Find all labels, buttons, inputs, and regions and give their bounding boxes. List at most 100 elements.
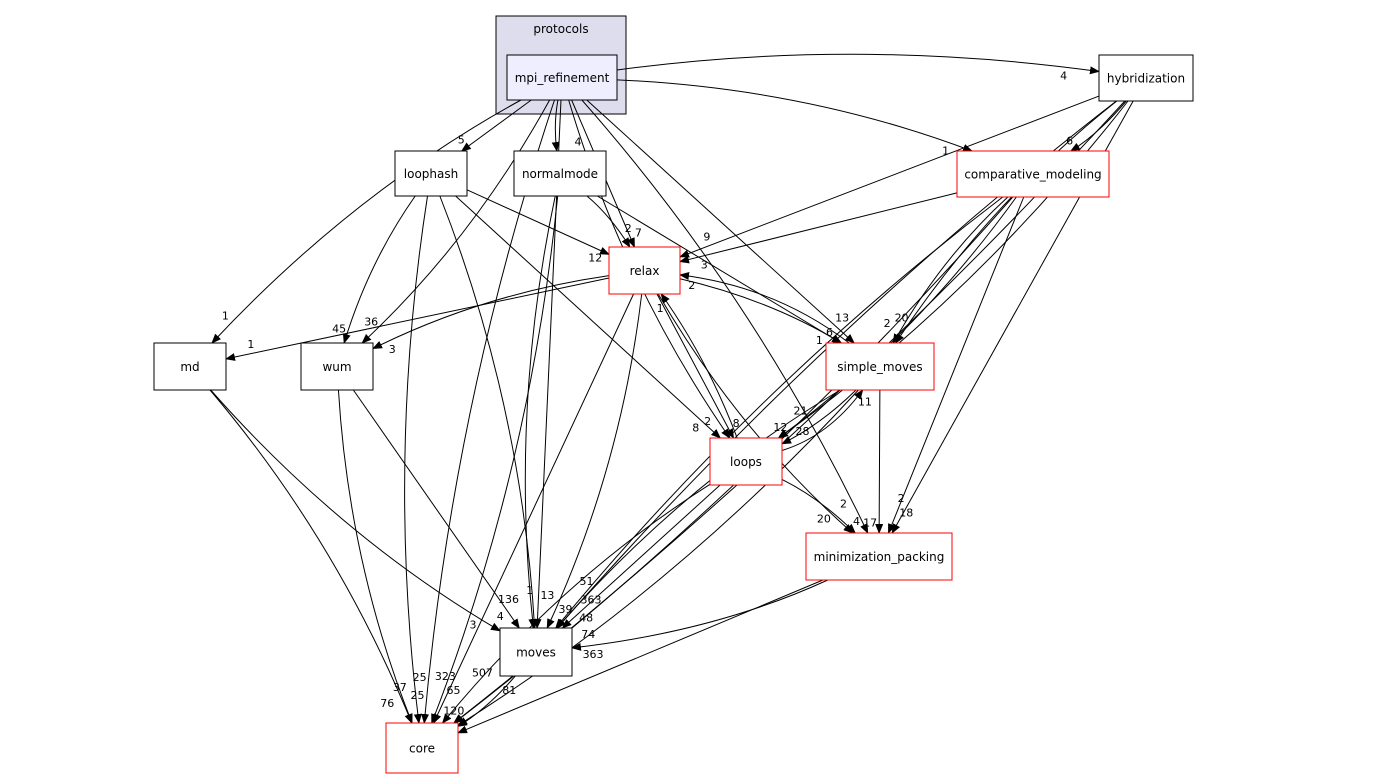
edge-loophash-to-loops[interactable] [455, 195, 722, 439]
edge-comparative_modeling-to-simple_moves[interactable] [892, 196, 1009, 344]
node-moves[interactable]: moves [499, 627, 573, 677]
edge-mpi_refinement-to-minimization_packing[interactable] [581, 99, 869, 534]
edge-relax-to-md[interactable] [225, 277, 610, 361]
edge-comparative_modeling-to-minimization_packing[interactable] [887, 196, 1025, 534]
edge-simple_moves-to-relax[interactable] [679, 272, 850, 344]
node-loophash[interactable]: loophash [394, 150, 468, 197]
edge-label: 507 [472, 666, 493, 679]
edge-simple_moves-to-moves[interactable] [556, 389, 841, 629]
edge-label: 13 [835, 311, 849, 324]
edge-mpi_refinement-to-md[interactable] [211, 99, 522, 344]
nodes: mpi_refinement hybridization loophash norma… [153, 54, 1194, 774]
edge-line [431, 195, 559, 724]
edge-relax-to-wum[interactable] [372, 275, 610, 350]
edge-loops-to-moves[interactable] [561, 484, 721, 629]
edge-line [777, 196, 1017, 439]
edge-line [524, 195, 556, 629]
edge-mpi_refinement-to-hybridization[interactable] [616, 53, 1100, 75]
node-wum[interactable]: wum [300, 342, 374, 391]
edge-relax-to-minimization_packing[interactable] [657, 293, 854, 534]
edge-moves-to-core[interactable] [457, 675, 516, 727]
edge-hybridization-to-relax[interactable] [679, 95, 1100, 258]
edge-wum-to-core[interactable] [337, 389, 413, 724]
edge-line [781, 389, 864, 451]
node-box [506, 54, 618, 101]
node-md[interactable]: md [153, 342, 227, 391]
edge-mpi_refinement-to-loophash[interactable] [460, 99, 532, 152]
node-loops[interactable]: loops [709, 437, 783, 486]
edge-loophash-to-wum[interactable] [342, 195, 416, 344]
edge-label: 3 [701, 258, 708, 271]
edge-relax-to-core[interactable] [433, 293, 635, 724]
edge-label: 4 [853, 515, 860, 528]
edge-label: 3 [470, 619, 477, 632]
edge-mpi_refinement-to-simple_moves[interactable] [586, 99, 855, 344]
edge-relax-to-loops[interactable] [656, 293, 734, 439]
edge-label: 4 [497, 610, 504, 623]
edge-label: 6 [1066, 135, 1073, 148]
node-box [1098, 54, 1194, 102]
edge-simple_moves-to-core[interactable] [457, 389, 859, 726]
edge-label: 25 [413, 671, 427, 684]
edge-mpi_refinement-to-normalmode[interactable] [551, 99, 560, 152]
edge-line [657, 293, 854, 534]
node-normalmode[interactable]: normalmode [513, 150, 607, 197]
edge-line [441, 483, 711, 724]
edge-loophash-to-relax[interactable] [466, 189, 610, 255]
edge-minimization_packing-to-core[interactable] [457, 579, 824, 734]
edge-label: 2 [840, 497, 847, 510]
edge-mpi_refinement-to-comparative_modeling[interactable] [616, 79, 973, 152]
edge-md-to-core[interactable] [209, 389, 413, 724]
edge-simple_moves-to-minimization_packing[interactable] [875, 389, 884, 534]
edge-line [561, 484, 721, 629]
edge-relax-to-moves[interactable] [546, 293, 643, 629]
edge-comparative_modeling-to-loops[interactable] [777, 196, 1017, 439]
node-core[interactable]: core [385, 722, 459, 774]
edge-comparative_modeling-to-moves[interactable] [555, 196, 1004, 629]
edge-loops-to-relax[interactable] [660, 293, 738, 439]
node-relax[interactable]: relax [608, 246, 681, 295]
edge-mpi_refinement-to-wum[interactable] [361, 99, 551, 344]
edge-loops-to-minimization_packing[interactable] [781, 478, 856, 534]
edge-relax-to-simple_moves[interactable] [679, 278, 843, 344]
edge-label: 120 [443, 705, 464, 718]
edge-md-to-moves[interactable] [210, 389, 501, 632]
edge-line [460, 99, 532, 152]
edge-comparative_modeling-to-relax[interactable] [679, 192, 958, 264]
edge-loophash-to-core[interactable] [404, 195, 429, 724]
edge-label: 5 [458, 134, 465, 147]
edge-line [209, 389, 413, 724]
edge-normalmode-to-moves[interactable] [524, 195, 556, 629]
edge-loophash-to-moves[interactable] [439, 195, 539, 629]
edge-label: 39 [558, 603, 572, 616]
edge-line [361, 99, 551, 344]
node-minimization-packing[interactable]: minimization_packing [805, 532, 953, 581]
node-label: loophash [404, 167, 458, 181]
edge-line [457, 389, 859, 726]
node-simple-moves[interactable]: simple_moves [825, 342, 935, 391]
edge-label: 37 [393, 681, 407, 694]
edge-label: 76 [380, 697, 394, 710]
edge-loops-to-simple_moves[interactable] [781, 389, 864, 451]
node-label: md [180, 360, 199, 374]
edge-normalmode-to-relax[interactable] [586, 195, 631, 248]
edge-minimization_packing-to-moves[interactable] [571, 579, 828, 651]
edge-hybridization-to-simple_moves[interactable] [895, 100, 1118, 344]
edge-line [679, 272, 850, 344]
edge-normalmode-to-simple_moves[interactable] [597, 195, 842, 344]
edge-normalmode-to-core[interactable] [431, 195, 559, 724]
edge-line [455, 195, 722, 439]
node-comparative-modeling[interactable]: comparative_modeling [956, 150, 1110, 198]
edge-label: 13 [540, 589, 554, 602]
node-hybridization[interactable]: hybridization [1098, 54, 1194, 102]
edge-label: 17 [863, 516, 877, 529]
edge-label: 36 [364, 315, 378, 328]
node-mpi-refinement[interactable]: mpi_refinement [506, 54, 618, 101]
edge-simple_moves-to-loops[interactable] [781, 389, 857, 445]
edge-loops-to-core[interactable] [441, 483, 711, 724]
edge-label: 1 [222, 309, 229, 322]
node-box [956, 150, 1110, 198]
edge-wum-to-moves[interactable] [352, 389, 520, 629]
edge-label: 20 [895, 312, 909, 325]
